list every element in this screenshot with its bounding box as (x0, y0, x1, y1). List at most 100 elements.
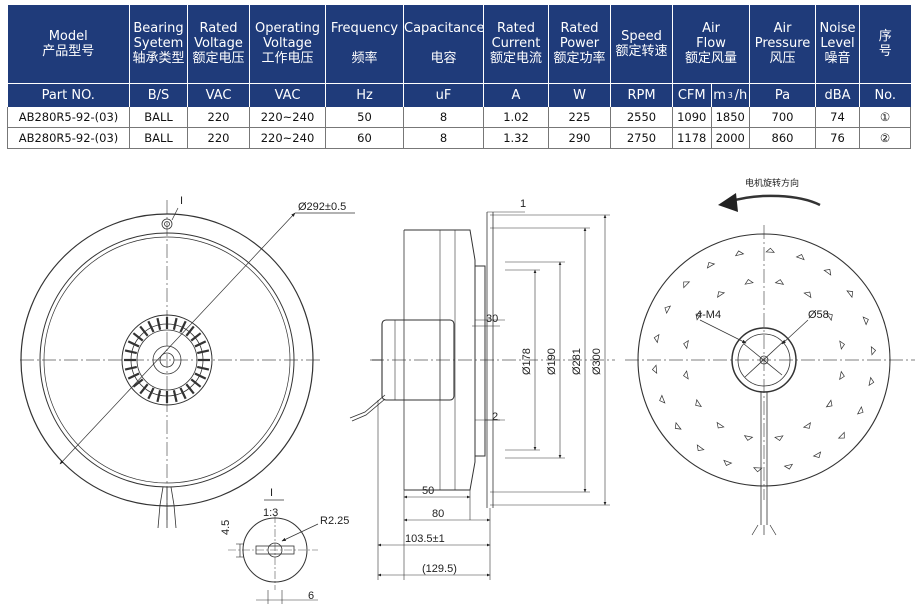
vent-mark (683, 339, 689, 350)
header-line: Power (559, 36, 600, 52)
header-line: 额定风量 (684, 51, 737, 67)
unit-capacitance: uF (403, 82, 484, 107)
header-line: 额定电压 (192, 51, 245, 67)
vent-mark (683, 281, 691, 289)
cell-operating-voltage: 220~240 (249, 106, 326, 128)
unit-speed: RPM (610, 82, 673, 107)
header-line: 产品型号 (42, 43, 95, 59)
side-view (349, 211, 615, 580)
vent-mark (802, 422, 811, 429)
unit-no: No. (859, 82, 911, 107)
cell-rated-voltage: 220 (187, 106, 250, 128)
header-line: Operating (255, 21, 320, 37)
dim-190: Ø190 (546, 348, 558, 375)
unit-cfm: CFM (677, 87, 706, 103)
header-line: Frequency (330, 21, 399, 37)
vent-mark (823, 268, 832, 276)
header-line (405, 36, 484, 51)
header-line: Speed (621, 28, 662, 44)
header-line: 序 (878, 28, 892, 44)
header-line: 额定功率 (553, 51, 606, 67)
vent-mark (734, 250, 745, 257)
front-view (20, 200, 355, 529)
vent-mark (795, 254, 805, 261)
vent-mark (868, 376, 875, 387)
vent-mark (744, 279, 754, 285)
header-line: 工作电压 (261, 51, 314, 67)
hub-slot (124, 349, 138, 355)
hub-slot (156, 389, 162, 403)
cell-capacitance: 8 (403, 127, 484, 149)
hub-slot (196, 349, 210, 355)
header-line: Air (773, 21, 792, 37)
header-line: Rated (496, 21, 536, 37)
cell-m3h: 2000 (710, 127, 750, 147)
header-line (327, 36, 404, 51)
dim-50: 50 (422, 485, 434, 497)
dim-178: Ø178 (521, 348, 533, 375)
cell-air-pressure: 700 (749, 106, 816, 128)
unit-frequency: Hz (325, 82, 404, 107)
vent-mark (659, 394, 666, 404)
dim-top-gap: 1 (520, 198, 526, 210)
cell-noise: 74 (815, 106, 860, 128)
vent-mark (753, 467, 763, 473)
cell-rated-current: 1.32 (483, 127, 549, 149)
cell-model: AB280R5-92-(03) (7, 106, 130, 128)
cell-rated-current: 1.02 (483, 106, 549, 128)
header-line: 风压 (769, 51, 796, 67)
header-no: 序号 (859, 5, 911, 83)
detail-ref-label: I (270, 487, 273, 499)
vent-mark (774, 435, 784, 441)
vent-mark (674, 421, 682, 430)
hub-slot (156, 317, 162, 331)
cell-rated-voltage: 220 (187, 127, 250, 149)
vent-mark (683, 370, 689, 380)
vent-mark (664, 305, 672, 315)
header-line: Current (491, 36, 541, 52)
rear-view (625, 193, 915, 536)
dim-80: 80 (432, 508, 444, 520)
header-line: Capacitance (404, 21, 484, 37)
unit-rated-current: A (483, 82, 549, 107)
dim-30: 30 (486, 313, 498, 325)
vent-mark (723, 459, 733, 466)
table-row: AB280R5-92-(03) BALL 220 220~240 50 8 1.… (7, 106, 911, 128)
vent-mark (803, 291, 812, 299)
header-line: Level (820, 36, 855, 52)
hub-slot (196, 365, 210, 371)
detail-view (228, 499, 319, 604)
cell-frequency: 50 (325, 106, 404, 128)
vent-mark (862, 316, 869, 326)
cell-no: ① (859, 106, 911, 128)
dim-slot-h: 4.5 (220, 520, 232, 535)
vent-mark (696, 444, 705, 452)
vent-mark (846, 290, 854, 299)
unit-rated-voltage: VAC (187, 82, 250, 107)
vent-mark (837, 431, 845, 439)
unit-row: Part NO. B/S VAC VAC Hz uF A W RPM CFM m… (7, 82, 911, 107)
header-line: 噪音 (824, 51, 851, 67)
dim-slot-w: 6 (308, 590, 314, 602)
vent-ring (651, 247, 877, 473)
vent-mark (706, 262, 716, 269)
vent-mark (870, 345, 877, 356)
vent-mark (743, 435, 754, 441)
cell-speed: 2750 (610, 127, 673, 149)
cell-rated-power: 225 (548, 106, 611, 128)
hub-slot (124, 365, 138, 371)
cell-rated-power: 290 (548, 127, 611, 149)
header-line: 轴承类型 (132, 51, 185, 67)
cell-operating-voltage: 220~240 (249, 127, 326, 149)
